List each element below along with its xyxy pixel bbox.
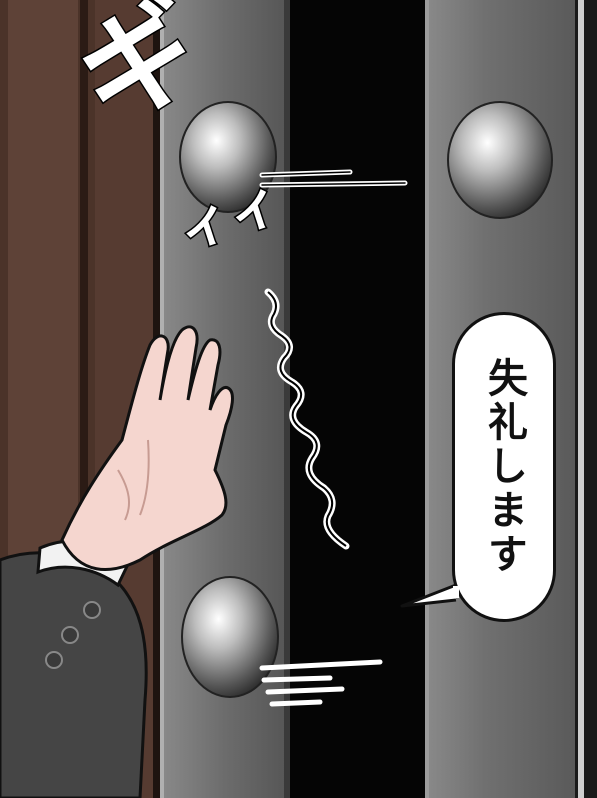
hand — [60, 325, 234, 571]
sleeve-button — [83, 601, 101, 619]
speech-text: 失礼します — [481, 357, 527, 577]
jacket-sleeve — [0, 551, 148, 798]
sleeve-button — [61, 626, 79, 644]
speech-bubble: 失礼します — [452, 312, 556, 622]
door-knob-icon — [181, 576, 279, 698]
door-knob-icon — [179, 101, 277, 213]
motion-lines — [259, 169, 408, 707]
sleeve-button — [45, 651, 63, 669]
door-knob-icon — [447, 101, 553, 219]
